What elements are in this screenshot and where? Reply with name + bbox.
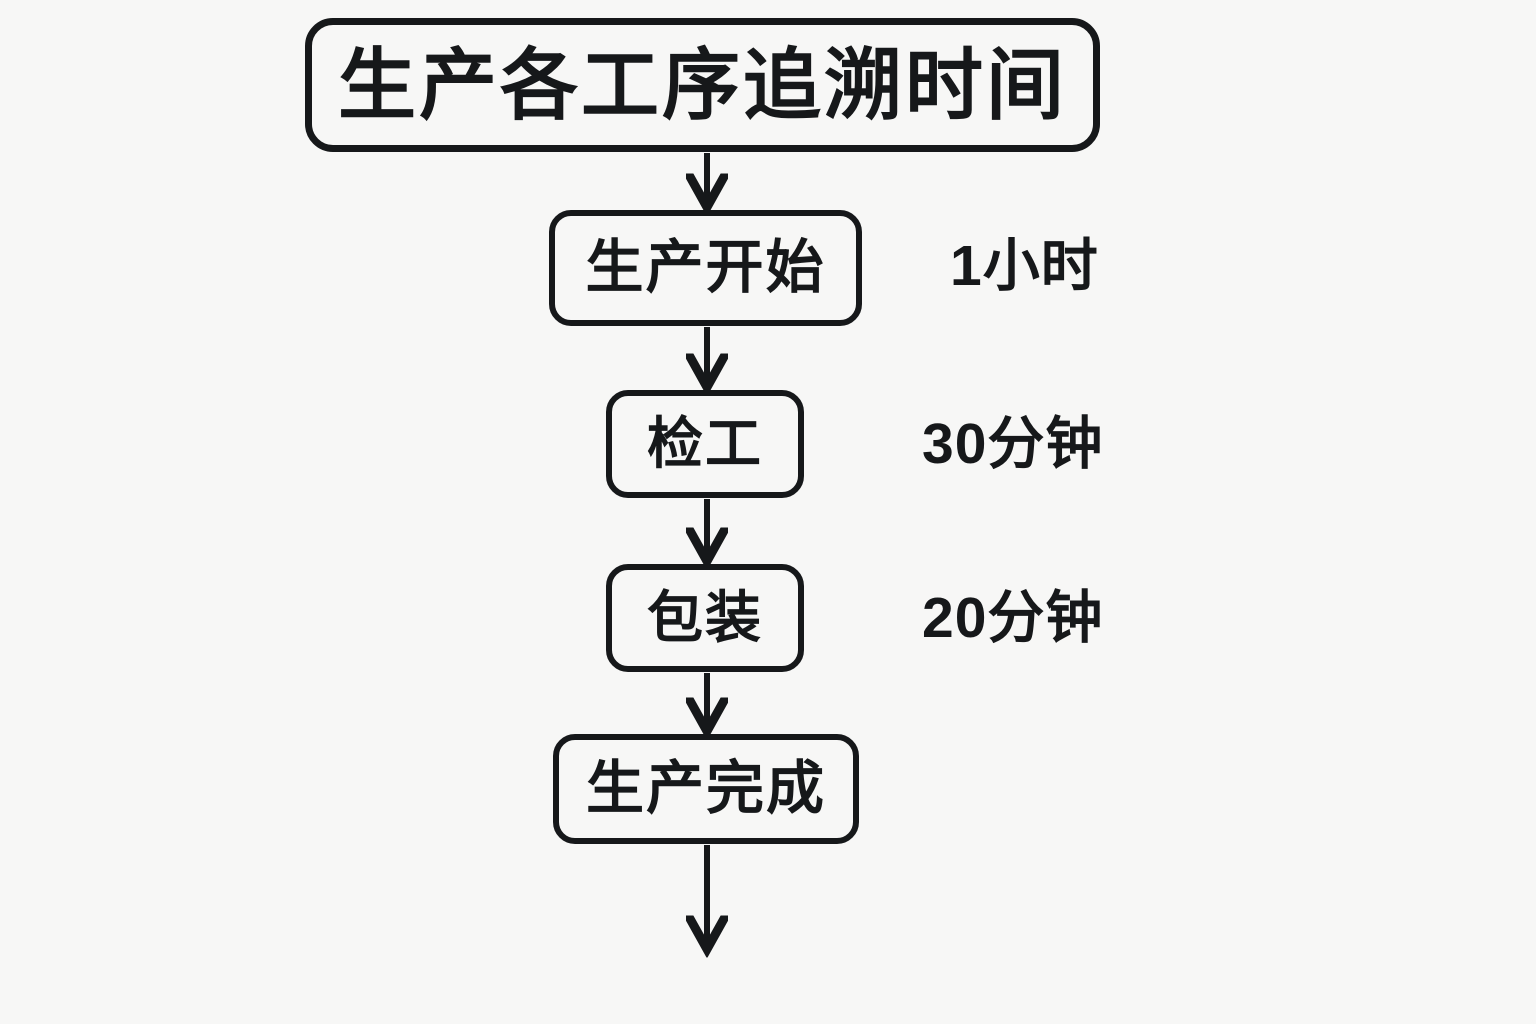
node-label: 包装: [647, 586, 763, 649]
node-label: 生产开始: [585, 235, 826, 300]
node-label: 检工: [647, 412, 763, 475]
flowchart-title-node: 生产各工序追溯时间: [305, 18, 1100, 152]
duration-label-production-start: 1小时: [950, 234, 1099, 298]
flowchart-node-inspection: 检工: [606, 390, 804, 498]
flowchart-node-production-start: 生产开始: [549, 210, 862, 326]
flowchart-node-packaging: 包装: [606, 564, 804, 672]
flowchart-node-production-complete: 生产完成: [553, 734, 859, 844]
duration-label-inspection: 30分钟: [922, 412, 1104, 476]
node-label: 生产完成: [585, 756, 826, 821]
duration-label-packaging: 20分钟: [922, 586, 1104, 650]
flowchart-title-label: 生产各工序追溯时间: [337, 41, 1067, 129]
